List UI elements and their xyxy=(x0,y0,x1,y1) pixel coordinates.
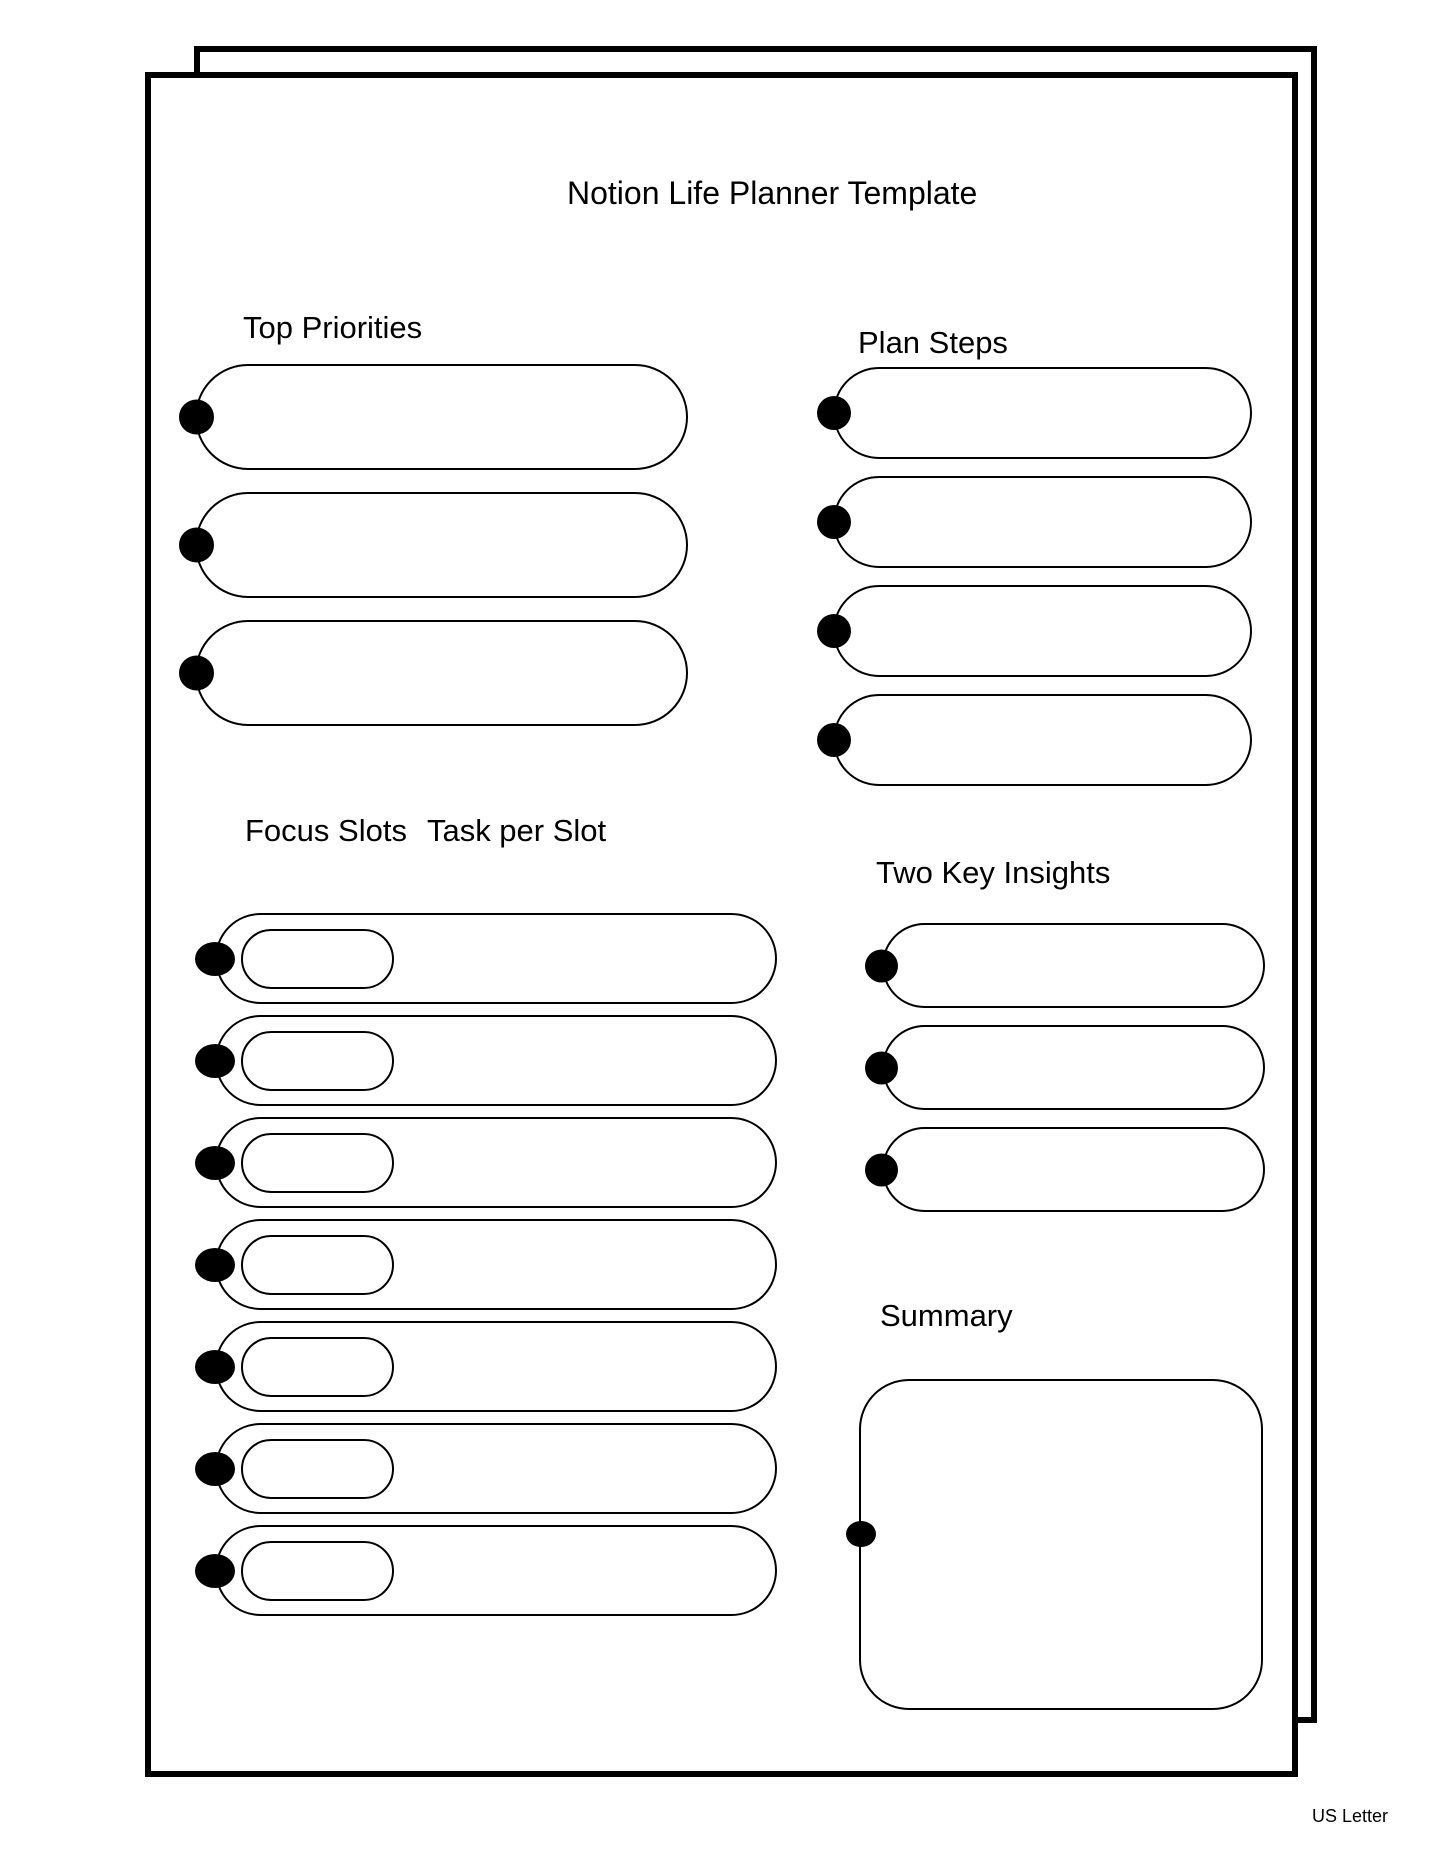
task-per-slot-field[interactable] xyxy=(195,1525,777,1616)
insights-list xyxy=(865,923,1265,1212)
task-per-slot-field[interactable] xyxy=(195,1321,777,1412)
top-priorities-heading: Top Priorities xyxy=(243,310,423,345)
plan-step-slot[interactable] xyxy=(817,585,1252,677)
focus-slot-field[interactable] xyxy=(241,1031,394,1091)
summary-heading: Summary xyxy=(880,1298,1013,1333)
task-per-slot-field[interactable] xyxy=(195,1423,777,1514)
two-key-insights-heading: Two Key Insights xyxy=(876,855,1111,890)
focus-slot-field[interactable] xyxy=(241,1439,394,1499)
bullet-dot-icon xyxy=(865,949,898,982)
plan-step-slot[interactable] xyxy=(817,367,1252,459)
bullet-dot-icon xyxy=(817,723,851,757)
plan-steps-list xyxy=(817,367,1252,786)
bullet-dot-icon xyxy=(865,1153,898,1186)
priority-slot[interactable] xyxy=(179,620,688,726)
plan-steps-heading: Plan Steps xyxy=(858,325,1008,360)
focus-slot-field[interactable] xyxy=(241,1541,394,1601)
bullet-dot-icon xyxy=(179,527,214,563)
bullet-dot-icon xyxy=(817,505,851,539)
priority-slot[interactable] xyxy=(179,492,688,598)
bullet-dot-icon xyxy=(195,1043,235,1078)
page-title: Notion Life Planner Template xyxy=(567,175,978,211)
focus-slots-heading: Focus Slots Task per Slot xyxy=(245,813,606,849)
bullet-dot-icon xyxy=(846,1521,876,1547)
top-priorities-list xyxy=(179,364,688,726)
bullet-dot-icon xyxy=(865,1051,898,1084)
bullet-dot-icon xyxy=(195,1553,235,1588)
focus-slot-field[interactable] xyxy=(241,1337,394,1397)
task-per-slot-field[interactable] xyxy=(195,1015,777,1106)
bullet-dot-icon xyxy=(195,941,235,976)
insight-slot[interactable] xyxy=(865,1127,1265,1212)
plan-step-slot[interactable] xyxy=(817,476,1252,568)
summary-field[interactable] xyxy=(846,1379,1263,1710)
priority-slot[interactable] xyxy=(179,364,688,470)
focus-slot-field[interactable] xyxy=(241,1133,394,1193)
bullet-dot-icon xyxy=(179,655,214,691)
focus-slot-field[interactable] xyxy=(241,929,394,989)
insight-slot[interactable] xyxy=(865,1025,1265,1110)
task-per-slot-field[interactable] xyxy=(195,913,777,1004)
bullet-dot-icon xyxy=(195,1145,235,1180)
insight-slot[interactable] xyxy=(865,923,1265,1008)
task-per-slot-field[interactable] xyxy=(195,1219,777,1310)
task-per-slot-field[interactable] xyxy=(195,1117,777,1208)
focus-slot-field[interactable] xyxy=(241,1235,394,1295)
plan-step-slot[interactable] xyxy=(817,694,1252,786)
bullet-dot-icon xyxy=(195,1451,235,1486)
bullet-dot-icon xyxy=(179,399,214,435)
focus-slots-label: Focus Slots xyxy=(245,813,407,848)
focus-slots-list xyxy=(195,913,777,1616)
paper-size-label: US Letter xyxy=(1312,1806,1389,1826)
bullet-dot-icon xyxy=(195,1349,235,1384)
bullet-dot-icon xyxy=(817,614,851,648)
bullet-dot-icon xyxy=(817,396,851,430)
task-per-slot-label: Task per Slot xyxy=(426,813,607,848)
bullet-dot-icon xyxy=(195,1247,235,1282)
